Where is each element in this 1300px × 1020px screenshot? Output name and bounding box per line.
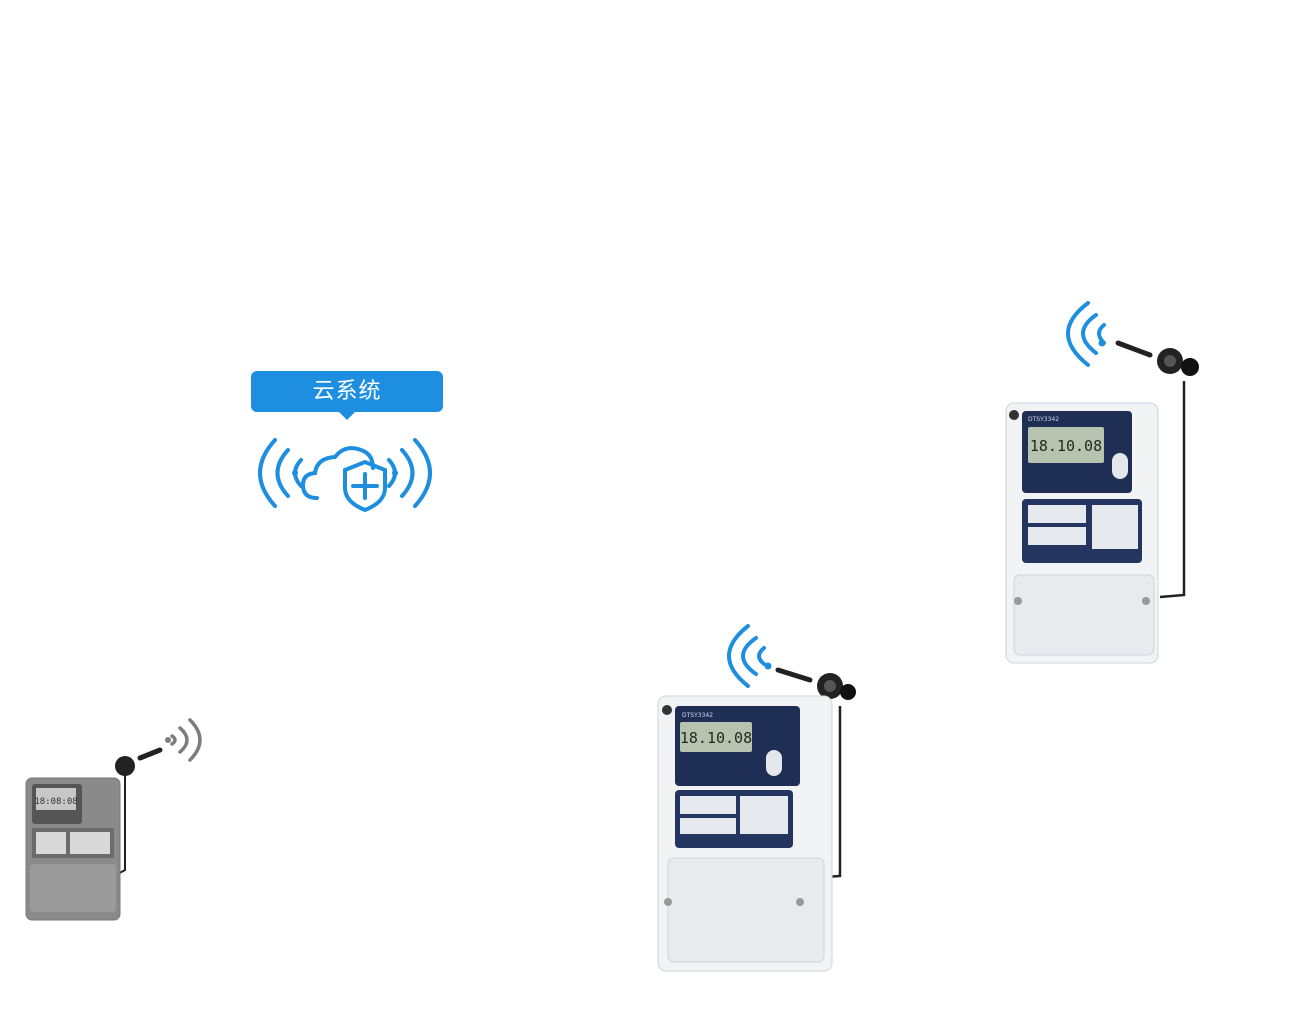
cloud-shield-icon — [258, 438, 432, 513]
wifi-signal-icon — [170, 718, 202, 762]
meter-right: DTSY3342 18.10.08 — [1005, 301, 1199, 664]
signal-arc-right-middle — [400, 448, 415, 498]
meter-right-model: DTSY3342 — [1028, 416, 1059, 423]
wifi-signal-icon — [727, 624, 766, 688]
signal-arc-left-outer — [258, 438, 277, 508]
antenna-icon — [1115, 340, 1199, 599]
meter-left-display: 18:08:08 — [34, 797, 77, 807]
cloud-system-label: 云系统 — [251, 371, 443, 420]
meter-right-display: 18.10.08 — [1030, 437, 1102, 455]
signal-arc-left-middle — [275, 448, 290, 498]
meter-left: 18:08:08 — [25, 718, 202, 921]
antenna-icon — [115, 747, 163, 876]
signal-arc-right-outer — [413, 438, 432, 508]
meter-center-model: DTSY3342 — [682, 712, 713, 719]
meter-center: DTSY3342 18.10.08 — [657, 624, 856, 972]
meter-center-display: 18.10.08 — [680, 729, 752, 747]
wifi-signal-icon — [1066, 301, 1106, 367]
